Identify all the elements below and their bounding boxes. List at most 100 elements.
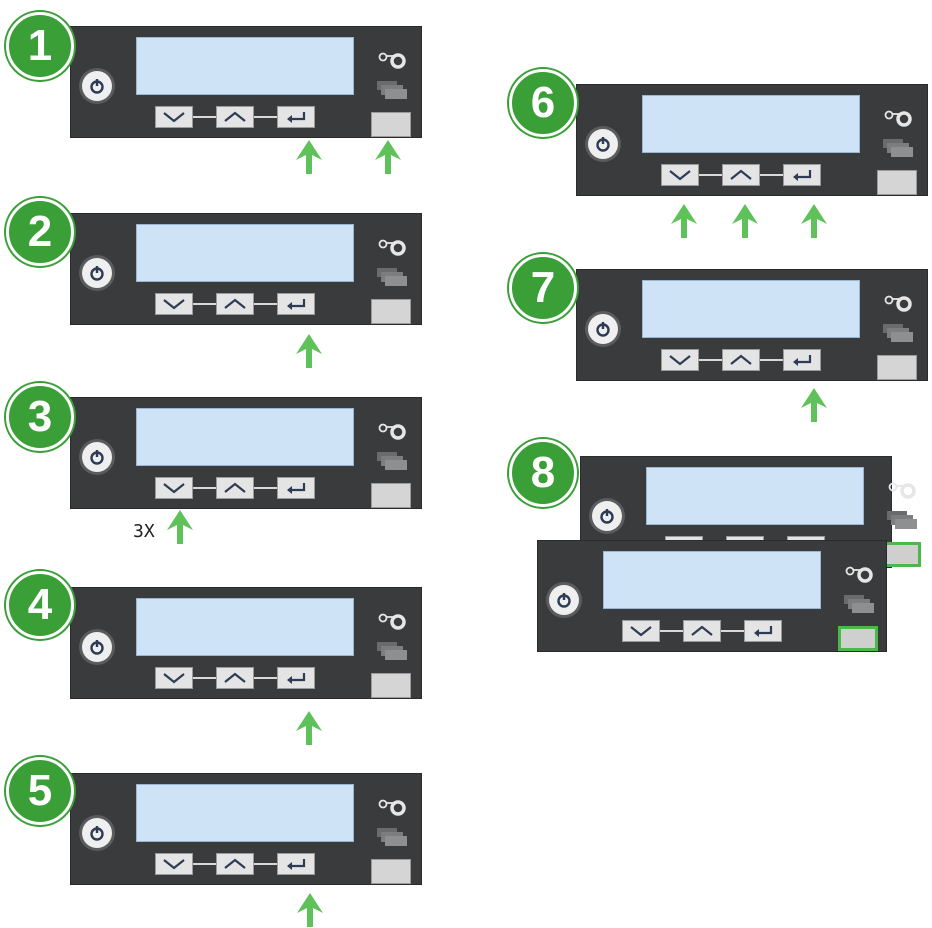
lcd-display: Print job queue is deactivated: [136, 37, 354, 95]
navigation-keys: [622, 620, 782, 642]
up-key-icon: [224, 672, 246, 683]
card-key[interactable]: [371, 859, 411, 884]
card-key[interactable]: [371, 483, 411, 508]
lcd-line-1: Deactivated:: [142, 280, 353, 281]
press-count-label: 3X: [133, 521, 155, 542]
ribbon-icon: [888, 482, 916, 499]
card-key[interactable]: [371, 673, 411, 698]
lcd-line-1: “12345678”: [648, 336, 859, 337]
navigation-keys: [155, 667, 315, 689]
press-arrow-icon: [801, 388, 827, 422]
up-key[interactable]: [216, 106, 254, 128]
down-key-icon: [163, 299, 185, 310]
power-button[interactable]: [82, 71, 112, 101]
lcd-display: Ready Eng Model #: [603, 551, 821, 609]
power-button[interactable]: [588, 314, 618, 344]
down-key[interactable]: [155, 293, 193, 315]
enter-key[interactable]: [783, 349, 821, 371]
up-key-icon: [730, 354, 752, 365]
cards-icon: [883, 324, 913, 342]
ribbon-icon: [884, 295, 912, 312]
lcd-display: Enable > 12345_: [642, 95, 860, 153]
power-button[interactable]: [592, 501, 622, 531]
lcd-display: Deactivated: Menu available: [136, 224, 354, 282]
enter-key-icon: [287, 483, 306, 494]
power-icon: [90, 450, 104, 465]
card-key[interactable]: [877, 355, 917, 380]
enter-key-icon: [287, 673, 306, 684]
lcd-line-1: Main Menu: [142, 464, 353, 465]
lcd-line-1: Enable: [648, 151, 859, 152]
down-key[interactable]: [622, 620, 660, 642]
down-key-icon: [630, 626, 652, 637]
power-button[interactable]: [82, 818, 112, 848]
lcd-display: Activate > Request Success: [646, 467, 864, 525]
up-key-icon: [730, 169, 752, 180]
step-badge-4: 4: [6, 571, 74, 639]
up-key-icon: [224, 482, 246, 493]
enter-key[interactable]: [277, 106, 315, 128]
enter-key-icon: [287, 859, 306, 870]
ribbon-icon: [378, 239, 406, 256]
power-button[interactable]: [82, 258, 112, 288]
power-icon: [600, 509, 614, 524]
up-key[interactable]: [722, 164, 760, 186]
lcd-display: Activate > Enable: [136, 784, 354, 842]
up-key[interactable]: [722, 349, 760, 371]
up-key[interactable]: [216, 667, 254, 689]
down-key[interactable]: [661, 164, 699, 186]
lcd-line-1: Activate: [652, 523, 863, 524]
enter-key[interactable]: [783, 164, 821, 186]
power-icon: [557, 593, 571, 608]
navigation-keys: [155, 477, 315, 499]
card-key[interactable]: [877, 170, 917, 195]
enter-key[interactable]: [277, 293, 315, 315]
enter-key[interactable]: [744, 620, 782, 642]
ribbon-icon: [378, 799, 406, 816]
press-arrow-icon: [296, 711, 322, 745]
power-button[interactable]: [549, 585, 579, 615]
up-key-icon: [224, 111, 246, 122]
power-button[interactable]: [82, 442, 112, 472]
down-key[interactable]: [155, 667, 193, 689]
cards-icon: [883, 139, 913, 157]
card-key[interactable]: [838, 626, 878, 651]
enter-key[interactable]: [277, 853, 315, 875]
step-badge-3: 3: [6, 383, 74, 451]
up-key[interactable]: [216, 853, 254, 875]
down-key[interactable]: [155, 106, 193, 128]
control-panel-step-4: Main Menu > Activate: [70, 587, 422, 699]
card-key[interactable]: [881, 542, 921, 567]
power-icon: [596, 322, 610, 337]
cards-icon: [377, 81, 407, 99]
cards-icon: [377, 828, 407, 846]
power-icon: [90, 826, 104, 841]
step-badge-5: 5: [6, 757, 74, 825]
up-key[interactable]: [683, 620, 721, 642]
card-key[interactable]: [371, 299, 411, 324]
up-key[interactable]: [216, 477, 254, 499]
step-badge-2: 2: [6, 198, 74, 266]
down-key[interactable]: [155, 853, 193, 875]
power-button[interactable]: [588, 129, 618, 159]
lcd-line-1: Ready Eng: [609, 607, 820, 608]
up-key-icon: [224, 858, 246, 869]
navigation-keys: [155, 106, 315, 128]
cards-icon: [844, 595, 874, 613]
lcd-line-1: Main Menu: [142, 654, 353, 655]
ribbon-icon: [378, 423, 406, 440]
down-key[interactable]: [661, 349, 699, 371]
card-key[interactable]: [371, 112, 411, 137]
press-arrow-icon: [671, 204, 697, 238]
ribbon-icon: [378, 52, 406, 69]
step-badge-8: 8: [509, 439, 577, 507]
up-key[interactable]: [216, 293, 254, 315]
up-key-icon: [691, 625, 713, 636]
power-button[interactable]: [82, 632, 112, 662]
enter-key-icon: [754, 626, 773, 637]
down-key[interactable]: [155, 477, 193, 499]
press-arrow-icon: [297, 893, 323, 927]
enter-key[interactable]: [277, 667, 315, 689]
enter-key-icon: [793, 170, 812, 181]
enter-key[interactable]: [277, 477, 315, 499]
